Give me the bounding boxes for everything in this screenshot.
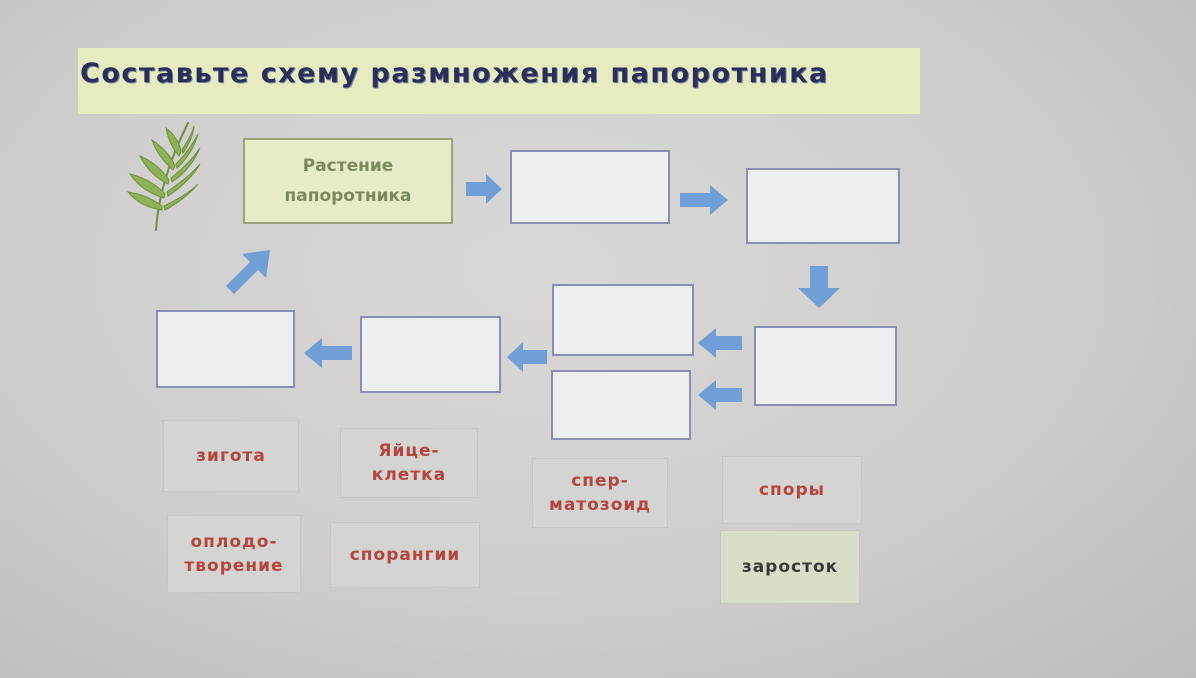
- word-card-spores[interactable]: споры: [722, 456, 862, 524]
- word-card-label: Яйце- клетка: [371, 441, 447, 485]
- word-card-label: зигота: [196, 446, 266, 466]
- arrow-left-icon: [698, 380, 742, 410]
- page-title: Составьте схему размножения папоротника: [80, 58, 829, 89]
- arrow-right-icon: [466, 174, 502, 204]
- word-card-sperm[interactable]: спер- матозоид: [532, 458, 668, 528]
- title-band: [78, 48, 920, 114]
- word-card-fertilization[interactable]: оплодо- творение: [167, 515, 301, 593]
- arrow-left-icon: [304, 338, 352, 368]
- empty-box-6[interactable]: [360, 316, 501, 393]
- arrow-left-icon: [698, 328, 742, 358]
- word-card-sporangia[interactable]: спорангии: [330, 522, 480, 588]
- start-box-label: Растение папоротника: [284, 156, 412, 206]
- word-card-egg-cell[interactable]: Яйце- клетка: [340, 428, 478, 498]
- arrow-right-icon: [680, 185, 728, 215]
- start-box: Растение папоротника: [243, 138, 453, 224]
- empty-box-4[interactable]: [552, 284, 694, 356]
- word-card-label: спорангии: [349, 545, 461, 565]
- arrow-down-icon: [798, 266, 840, 308]
- word-card-label: заросток: [741, 557, 839, 577]
- word-card-label: оплодо- творение: [184, 532, 284, 576]
- word-card-zygote[interactable]: зигота: [163, 420, 299, 492]
- fern-icon: [126, 122, 201, 231]
- word-card-prothallus[interactable]: заросток: [720, 530, 860, 604]
- empty-box-2[interactable]: [746, 168, 900, 244]
- empty-box-3[interactable]: [754, 326, 897, 406]
- arrow-left-icon: [507, 342, 547, 372]
- empty-box-1[interactable]: [510, 150, 670, 224]
- arrow-up-right-icon: [226, 250, 270, 294]
- empty-box-5[interactable]: [551, 370, 691, 440]
- empty-box-7[interactable]: [156, 310, 295, 388]
- word-card-label: споры: [758, 480, 826, 500]
- word-card-label: спер- матозоид: [548, 471, 652, 515]
